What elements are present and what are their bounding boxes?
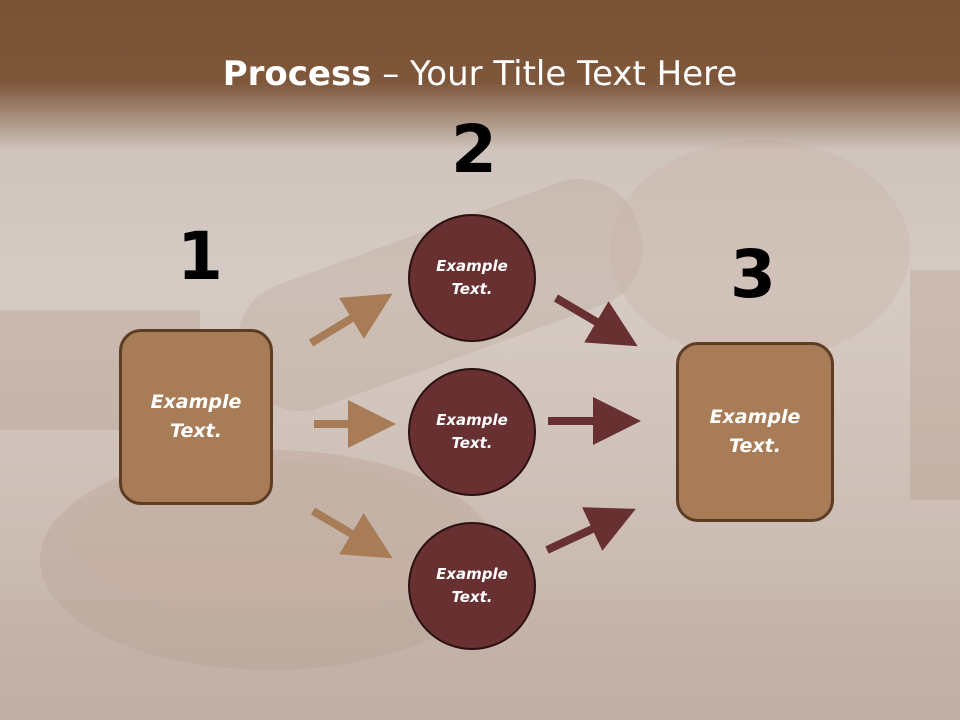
circle-top: Example Text.: [408, 214, 536, 342]
circle-bottom-label: Example Text.: [436, 565, 508, 606]
right-box-label: Example Text.: [709, 406, 801, 457]
step-number-1: 1: [177, 218, 223, 295]
left-box-label: Example Text.: [150, 391, 242, 442]
step-number-3: 3: [730, 236, 776, 313]
circle-top-label: Example Text.: [436, 257, 508, 298]
arrow-top-to-right: [553, 294, 638, 347]
title-bold: Process: [222, 54, 372, 94]
circle-bottom: Example Text.: [408, 522, 536, 650]
left-box: Example Text.: [119, 329, 273, 505]
right-box: Example Text.: [676, 342, 834, 522]
circle-middle-label: Example Text.: [436, 411, 508, 452]
title-bar: [0, 0, 960, 150]
title-rest: – Your Title Text Here: [371, 54, 738, 94]
arrow-left-to-top: [308, 293, 393, 347]
arrow-left-to-bottom: [310, 507, 393, 559]
step-number-2: 2: [451, 111, 497, 188]
arrow-bottom-to-right: [545, 507, 636, 554]
slide-title: Process – Your Title Text Here: [0, 52, 960, 96]
circle-middle: Example Text.: [408, 368, 536, 496]
